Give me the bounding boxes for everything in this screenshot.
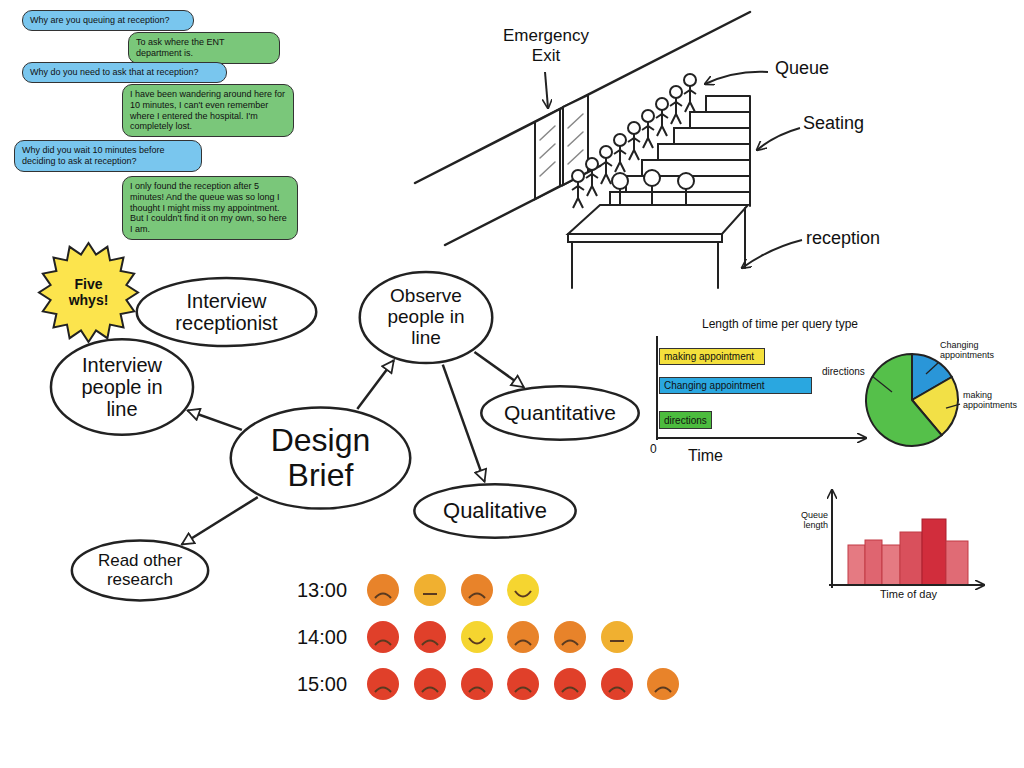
idea-bubble: Read other research [69, 538, 211, 603]
text-label: directions [822, 366, 865, 378]
text-label: 0 [650, 443, 657, 457]
ellipse-shape [481, 386, 638, 439]
ellipse-shape [137, 278, 317, 346]
node-text: I have been wandering around here for 10… [130, 89, 286, 132]
text-label: 14:00 [297, 626, 347, 649]
node-text: Why did you wait 10 minutes before decid… [22, 145, 194, 167]
node-text: To ask where the ENT department is. [136, 37, 272, 59]
speech-bubble: I only found the reception after 5 minut… [122, 176, 298, 240]
ellipse-shape [231, 407, 411, 508]
idea-bubble: Design Brief [227, 403, 414, 513]
text-label: 15:00 [297, 673, 347, 696]
pie-leaders [872, 363, 960, 408]
speech-bubble: To ask where the ENT department is. [128, 32, 280, 64]
node-text: I only found the reception after 5 minut… [130, 181, 290, 235]
node-text: Interview people in line [72, 354, 172, 420]
text-label: Time [688, 447, 723, 465]
leader-arrows [545, 72, 802, 268]
speech-bubble: Why are you queuing at reception? [22, 10, 194, 31]
text-label: Queue length [794, 510, 828, 531]
speech-bubble: Why did you wait 10 minutes before decid… [14, 140, 202, 172]
bar-label: making appointment [664, 351, 754, 362]
ellipse-shape [414, 484, 575, 537]
speech-bubble: I have been wandering around here for 10… [122, 84, 294, 137]
waiting-area [415, 12, 750, 288]
bar-label: directions [664, 415, 707, 426]
connector-arrow [357, 360, 394, 409]
node-text: Read other research [93, 552, 188, 589]
node-text: Why are you queuing at reception? [30, 15, 186, 26]
node-text: Observe people in line [380, 286, 472, 349]
idea-bubble: Qualitative [411, 482, 579, 540]
ellipse-shape [360, 272, 492, 363]
chart-bar: making appointment [659, 348, 765, 365]
chart-bar: Changing appointment [659, 377, 812, 394]
mood-faces [367, 574, 679, 700]
idea-bubble: Quantitative [478, 384, 642, 442]
ellipse-shape [72, 541, 208, 601]
histogram [829, 490, 984, 588]
bar-chart-axes [657, 336, 866, 440]
starburst-note: Five whys! [39, 243, 138, 342]
text-label: Queue [775, 58, 829, 79]
node-text: Five whys! [63, 277, 115, 308]
text-label: Changing appointments [940, 340, 1002, 361]
node-text: Why do you need to ask that at reception… [30, 67, 219, 78]
ellipse-shape [51, 339, 193, 435]
speech-bubble: Why do you need to ask that at reception… [22, 62, 227, 83]
connector-arrow [188, 410, 242, 429]
pie-chart [866, 354, 958, 446]
text-label: 13:00 [297, 579, 347, 602]
text-label: Emergency Exit [490, 26, 602, 65]
idea-bubble: Interview receptionist [133, 275, 320, 349]
connector-arrow [182, 497, 258, 544]
starburst-shape [39, 243, 138, 342]
idea-bubble: Observe people in line [357, 268, 495, 367]
connector-arrow [474, 352, 523, 387]
node-text: Interview receptionist [162, 290, 292, 334]
chart-bar: directions [659, 411, 712, 429]
text-label: Length of time per query type [698, 318, 862, 332]
node-text: Qualitative [443, 499, 547, 523]
node-text: Design Brief [256, 423, 386, 493]
text-label: making appointments [963, 390, 1019, 411]
text-label: Seating [803, 113, 864, 134]
connector-arrow [443, 365, 485, 482]
text-label: reception [806, 228, 880, 249]
bar-label: Changing appointment [664, 380, 765, 391]
node-text: Quantitative [504, 401, 616, 424]
text-label: Time of day [880, 588, 937, 601]
idea-bubble: Interview people in line [48, 335, 196, 439]
queue-figures [572, 74, 696, 208]
